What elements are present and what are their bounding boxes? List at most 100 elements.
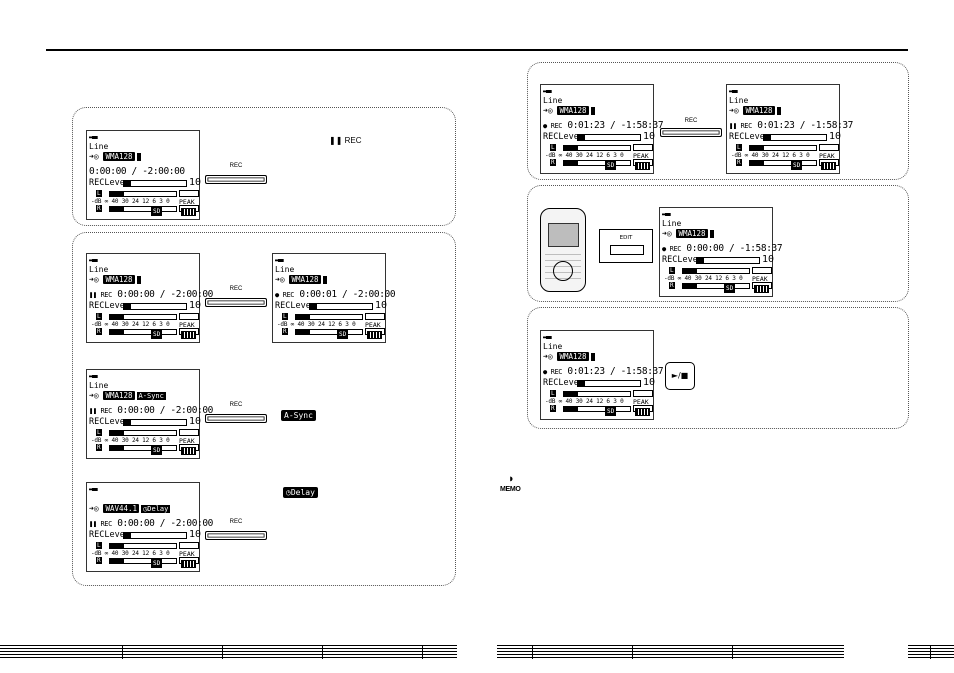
battery-top-icon: ▬◼◼ bbox=[662, 211, 671, 218]
lcd-codec-row: ➜◎ WMA128 bbox=[729, 106, 781, 115]
battery-icon bbox=[181, 447, 196, 455]
lcd-meter-left bbox=[682, 268, 750, 274]
lcd-screen: ▬◼◼Line➜◎ WMA128● REC 0:01:23 / -1:58:37… bbox=[540, 330, 664, 420]
lcd-meter-right bbox=[109, 445, 177, 451]
lcd-level-bar bbox=[577, 380, 641, 387]
play-stop-button[interactable]: ►/■ bbox=[665, 362, 695, 390]
lcd-left-channel: L bbox=[550, 144, 556, 151]
lcd-mode-tag: A-Sync bbox=[136, 392, 166, 400]
rec-button[interactable] bbox=[205, 531, 267, 540]
lcd-time-row: ● REC 0:01:23 / -1:58:37 bbox=[543, 367, 664, 377]
battery-icon bbox=[367, 331, 382, 339]
battery-icon bbox=[635, 162, 650, 170]
lcd-right-channel: R bbox=[96, 557, 102, 564]
lcd-peak: PEAK bbox=[365, 321, 381, 329]
lcd-time-row: ❚❚ REC 0:01:23 / -1:58:37 bbox=[729, 121, 853, 131]
lcd-time-row: ❚❚ REC 0:00:00 / -2:00:00 bbox=[89, 290, 213, 300]
battery-icon bbox=[821, 162, 836, 170]
lcd-codec-row: ➜◎ WMA128 bbox=[275, 275, 327, 284]
lcd-mode-tag bbox=[590, 107, 595, 115]
lcd-level-bar bbox=[123, 532, 187, 539]
lcd-time: 0:00:00 / -2:00:00 bbox=[89, 166, 185, 177]
lcd-status: ❚❚ REC bbox=[89, 291, 112, 299]
lcd-scale: -dB ∞ 40 30 24 12 6 3 0 bbox=[731, 152, 810, 159]
header-rule bbox=[46, 49, 908, 51]
lcd-right-channel: R bbox=[550, 159, 556, 166]
lcd-codec: WMA128 bbox=[103, 275, 135, 284]
section-box-stop bbox=[527, 307, 909, 429]
lcd-level-value: 10 bbox=[189, 300, 202, 311]
battery-icon bbox=[181, 560, 196, 568]
lcd-peak-box-left bbox=[179, 190, 199, 197]
lcd-screen: ▬◼◼➜◎ WAV44.1◷Delay❚❚ REC 0:00:00 / -2:0… bbox=[86, 482, 213, 572]
lcd-mode-tag bbox=[322, 276, 327, 284]
lcd-meter-right bbox=[295, 329, 363, 335]
lcd-level-bar bbox=[123, 303, 187, 310]
lcd-level-bar bbox=[309, 303, 373, 310]
lcd-level-label: RECLeve bbox=[729, 132, 765, 142]
rec-button[interactable] bbox=[205, 414, 267, 423]
lcd-time-row: ● REC 0:00:01 / -2:00:00 bbox=[275, 289, 396, 300]
lcd-meter-left bbox=[109, 191, 177, 197]
lcd-meter-right bbox=[109, 206, 177, 212]
lcd-codec: WMA128 bbox=[743, 106, 775, 115]
edit-callout: EDIT bbox=[599, 229, 653, 263]
lcd-level-label: RECLeve bbox=[275, 301, 311, 311]
lcd-peak-box-left bbox=[179, 429, 199, 436]
lcd-peak-box-left bbox=[752, 267, 772, 274]
battery-top-icon: ▬◼◼ bbox=[543, 334, 552, 341]
lcd-right-channel: R bbox=[669, 282, 675, 289]
section-box-standby bbox=[72, 107, 456, 226]
lcd-level-label: RECLeve bbox=[89, 530, 125, 540]
lcd-status: ❚❚ REC bbox=[89, 520, 112, 528]
lcd-codec-row: ➜◎ WAV44.1◷Delay bbox=[89, 504, 171, 513]
rec-button[interactable] bbox=[660, 128, 722, 137]
lcd-sd-icon: SD bbox=[337, 330, 349, 339]
lcd-peak: PEAK bbox=[179, 550, 195, 558]
lcd-codec: WMA128 bbox=[289, 275, 321, 284]
lcd-mode-tag bbox=[136, 276, 141, 284]
section-box-recording bbox=[72, 232, 456, 586]
lcd-codec: WMA128 bbox=[676, 229, 708, 238]
battery-top-icon: ▬◼◼ bbox=[275, 257, 284, 264]
edit-button[interactable] bbox=[610, 245, 644, 255]
section-box-pause bbox=[527, 62, 909, 180]
lcd-level-label: RECLeve bbox=[89, 417, 125, 427]
lcd-scale: -dB ∞ 40 30 24 12 6 3 0 bbox=[545, 152, 624, 159]
lcd-left-channel: L bbox=[96, 190, 102, 197]
lcd-screen: ▬◼◼Line➜◎ WMA128● REC 0:00:01 / -2:00:00… bbox=[272, 253, 396, 343]
lcd-time: 0:01:23 / -1:58:37 bbox=[757, 120, 853, 131]
lcd-meter-left bbox=[109, 543, 177, 549]
rec-button[interactable] bbox=[205, 175, 267, 184]
lcd-source: Line bbox=[662, 219, 682, 228]
lcd-right-channel: R bbox=[736, 159, 742, 166]
lcd-codec: WMA128 bbox=[557, 352, 589, 361]
lcd-time: 0:00:01 / -2:00:00 bbox=[299, 289, 396, 300]
lcd-level-bar bbox=[577, 134, 641, 141]
lcd-peak-box-left bbox=[179, 542, 199, 549]
lcd-level-value: 10 bbox=[189, 177, 202, 188]
lcd-meter-right bbox=[109, 329, 177, 335]
lcd-peak-box-left bbox=[633, 144, 653, 151]
lcd-meter-left bbox=[563, 391, 631, 397]
device-screen bbox=[548, 223, 579, 247]
async-tag-icon: A-Sync bbox=[281, 410, 316, 421]
rec-button[interactable] bbox=[205, 298, 267, 307]
lcd-status: ● REC bbox=[275, 291, 295, 299]
battery-icon bbox=[635, 408, 650, 416]
lcd-peak-box-left bbox=[179, 313, 199, 320]
lcd-screen: ▬◼◼Line➜◎ WMA128❚❚ REC 0:00:00 / -2:00:0… bbox=[86, 253, 213, 343]
memo-label: MEMO bbox=[500, 486, 521, 493]
lcd-sd-icon: SD bbox=[605, 407, 617, 416]
rec-button-label: REC bbox=[229, 402, 243, 408]
lcd-right-channel: R bbox=[96, 444, 102, 451]
lcd-level-value: 10 bbox=[643, 131, 656, 142]
lcd-scale: -dB ∞ 40 30 24 12 6 3 0 bbox=[91, 550, 170, 557]
lcd-status: ● REC bbox=[543, 368, 563, 376]
lcd-status: ● REC bbox=[662, 245, 682, 253]
lcd-level-fill bbox=[697, 258, 705, 263]
lcd-sd-icon: SD bbox=[791, 161, 803, 170]
lcd-time: 0:01:23 / -1:58:37 bbox=[567, 120, 664, 131]
